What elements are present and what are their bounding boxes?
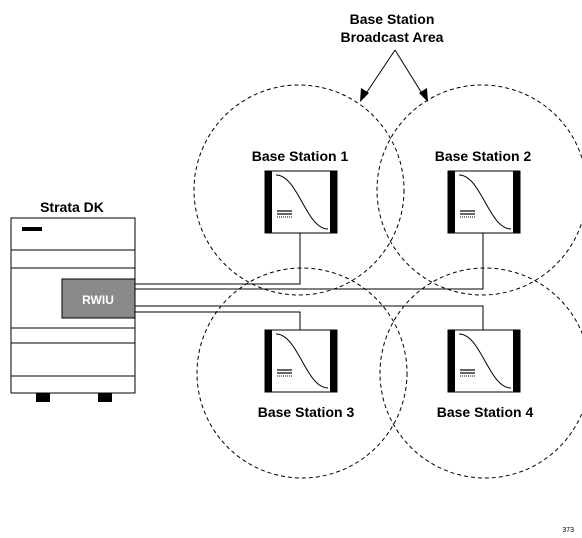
arrow-head-2 (419, 88, 428, 102)
strata-dk-label: Strata DK (40, 199, 104, 215)
base-station-2-label: Base Station 2 (435, 148, 532, 164)
base-station-1-label: Base Station 1 (252, 148, 349, 164)
rwiu-wiring (135, 233, 484, 330)
cabinet-foot-right (98, 393, 112, 402)
strata-dk-cabinet: Strata DK RWIU (10, 199, 136, 402)
base-station-3-edge (330, 330, 337, 392)
broadcast-area-3 (196, 267, 408, 479)
base-station-3-label: Base Station 3 (258, 404, 355, 420)
base-station-1-edge (330, 171, 337, 233)
rwiu-card (61, 278, 136, 319)
broadcast-area-label: Base Station Broadcast Area (341, 11, 444, 45)
cabinet-indicator (22, 227, 42, 231)
base-station-2: Base Station 2 (435, 148, 532, 234)
base-station-3-curve (275, 333, 329, 389)
wire-to-base-station-1 (135, 233, 301, 285)
broadcast-area-4 (379, 267, 582, 479)
base-station-4-curve (458, 333, 512, 389)
base-station-2-curve (458, 174, 512, 230)
base-station-1-curve (275, 174, 329, 230)
cabinet-foot-left (36, 393, 50, 402)
arrow-head-1 (360, 88, 369, 102)
rwiu-label: RWIU (82, 293, 114, 307)
base-station-4-edge (448, 330, 455, 392)
base-station-4-label: Base Station 4 (437, 404, 534, 420)
base-station-2-unit (447, 170, 521, 234)
arrow-to-area-1 (364, 49, 396, 96)
base-station-1-edge (265, 171, 272, 233)
broadcast-area-2 (376, 84, 582, 296)
base-station-1-unit (264, 170, 338, 234)
base-station-3-edge (265, 330, 272, 392)
wire-to-base-station-2 (135, 233, 484, 290)
base-station-2-edge (448, 171, 455, 233)
base-station-4-edge (513, 330, 520, 392)
arrow-to-area-2 (394, 49, 424, 96)
pointer-arrows (360, 49, 428, 102)
base-station-4-unit (447, 329, 521, 393)
figure-number: 373 (562, 527, 574, 534)
wire-to-base-station-4 (135, 305, 484, 330)
base-station-4: Base Station 4 (437, 329, 534, 420)
broadcast-area-1 (193, 84, 405, 296)
base-station-3: Base Station 3 (258, 329, 355, 420)
wire-to-base-station-3 (135, 311, 301, 330)
broadcast-area-title-line1: Base Station (350, 11, 435, 27)
base-station-2-edge (513, 171, 520, 233)
broadcast-area-title-line2: Broadcast Area (341, 29, 444, 45)
base-station-1: Base Station 1 (252, 148, 349, 234)
base-station-3-unit (264, 329, 338, 393)
